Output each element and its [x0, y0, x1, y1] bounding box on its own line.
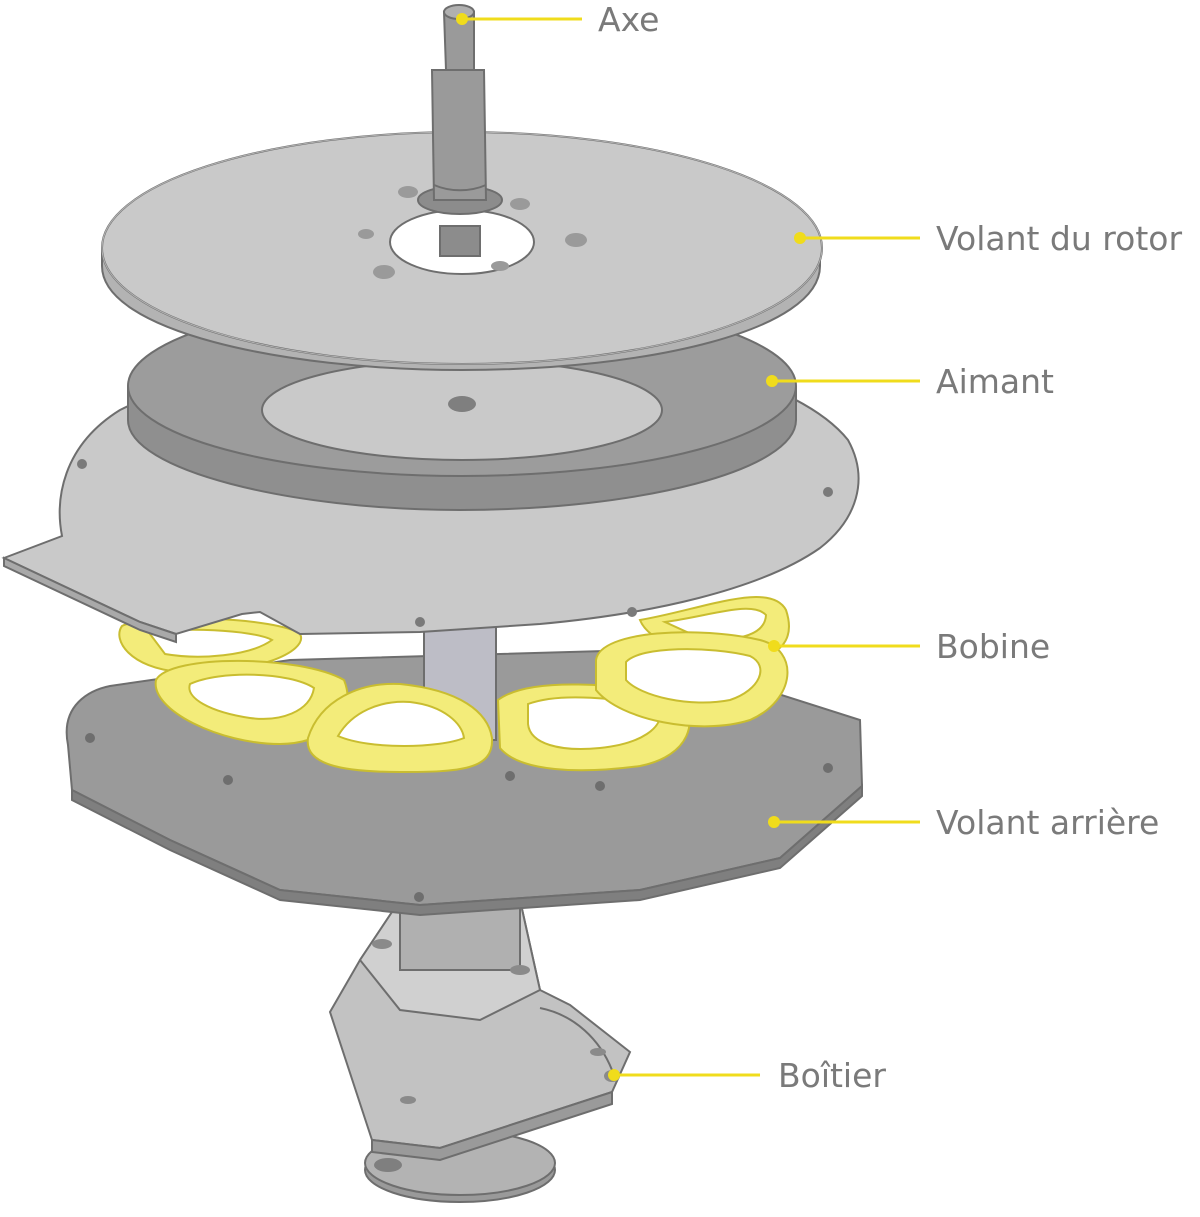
label-bobine: Bobine	[936, 627, 1050, 666]
label-boitier: Boîtier	[778, 1056, 886, 1095]
shaft	[417, 4, 503, 257]
label-volant-arriere: Volant arrière	[936, 803, 1159, 842]
label-axe: Axe	[598, 0, 659, 39]
label-aimant: Aimant	[936, 362, 1054, 401]
leaders	[456, 13, 920, 1081]
label-volant-rotor: Volant du rotor	[936, 219, 1182, 258]
coils	[118, 596, 790, 774]
housing	[328, 899, 632, 1162]
